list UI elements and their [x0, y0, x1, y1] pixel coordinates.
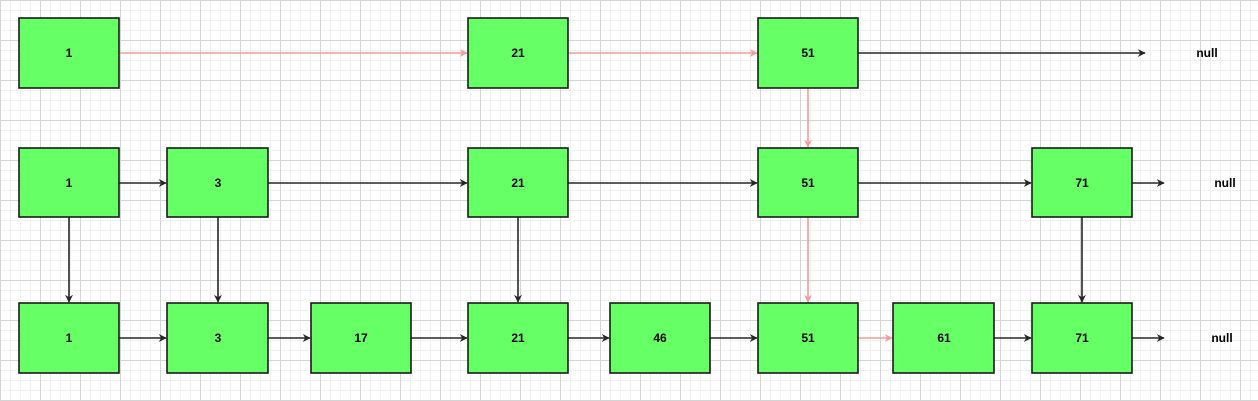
node-label: 17 [354, 331, 368, 345]
node-label: 1 [66, 46, 73, 60]
node-l1-0: 1 [18, 147, 120, 218]
node-l0-1: 3 [166, 302, 269, 374]
node-l0-7: 71 [1031, 302, 1133, 374]
node-label: 3 [215, 176, 222, 190]
node-l1-2: 21 [467, 147, 569, 218]
node-l2-0: 1 [18, 17, 120, 89]
node-l0-4: 46 [609, 302, 711, 374]
node-l0-0: 1 [18, 302, 120, 374]
node-l1-1: 3 [166, 147, 269, 218]
null-label-l2: null [1196, 46, 1217, 60]
node-label: 51 [801, 176, 815, 190]
node-label: 51 [801, 46, 815, 60]
node-l0-6: 61 [892, 302, 995, 374]
node-label: 71 [1075, 176, 1089, 190]
node-l1-4: 71 [1031, 147, 1133, 218]
node-label: 3 [215, 331, 222, 345]
node-label: 46 [653, 331, 667, 345]
node-label: 21 [511, 46, 525, 60]
node-label: 21 [511, 176, 525, 190]
node-label: 1 [66, 176, 73, 190]
node-l0-2: 17 [310, 302, 412, 374]
node-l2-2: 51 [757, 17, 859, 89]
null-label-l1: null [1214, 176, 1235, 190]
node-label: 21 [511, 331, 525, 345]
null-label-l0: null [1211, 331, 1232, 345]
node-label: 71 [1075, 331, 1089, 345]
node-label: 1 [66, 331, 73, 345]
node-label: 51 [801, 331, 815, 345]
node-l2-1: 21 [467, 17, 569, 89]
node-l0-3: 21 [467, 302, 569, 374]
node-l1-3: 51 [757, 147, 859, 218]
node-l0-5: 51 [757, 302, 859, 374]
node-label: 61 [937, 331, 951, 345]
